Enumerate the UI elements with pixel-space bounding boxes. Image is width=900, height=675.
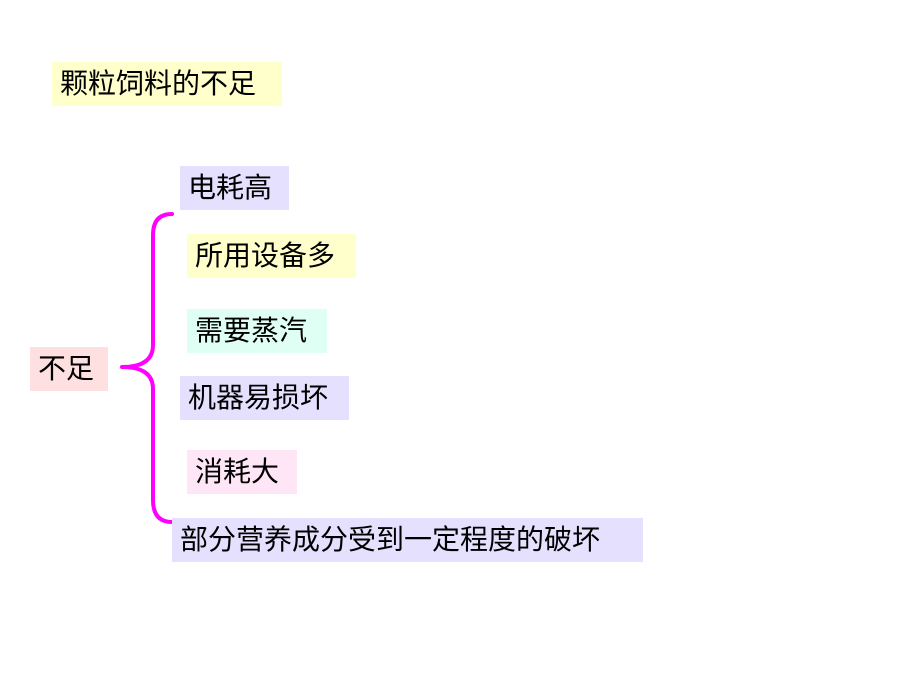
branch-item-power: 电耗高 [180,166,289,210]
root-node: 不足 [30,347,108,391]
branch-item-consumption: 消耗大 [187,450,297,494]
branch-item-nutrition: 部分营养成分受到一定程度的破坏 [172,518,643,562]
page-title: 颗粒饲料的不足 [52,62,282,106]
branch-item-equipment: 所用设备多 [187,234,356,278]
branch-item-steam: 需要蒸汽 [187,309,327,353]
branch-item-wear: 机器易损坏 [180,376,349,420]
